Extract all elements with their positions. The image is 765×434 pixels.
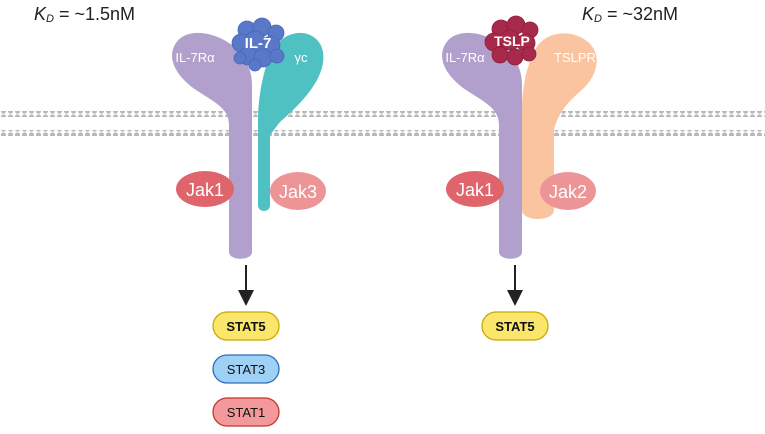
- kd-symbol: K: [582, 4, 595, 24]
- stat1-pill: [212, 397, 280, 427]
- tslp-receptor-complex: TSLP IL-7Rα TSLPR Jak1 Jak2 STAT5: [442, 15, 597, 341]
- jak2-kinase: [540, 172, 596, 210]
- jak1-kinase: [176, 171, 234, 207]
- jak1-kinase: [446, 171, 504, 207]
- kd-label-left: KD = ~1.5nM: [34, 4, 135, 25]
- cell-membrane: [0, 111, 765, 136]
- il7ra-label: IL-7Rα: [175, 50, 215, 65]
- stat5-label: STAT5: [226, 319, 265, 334]
- stat5-pill: [481, 311, 549, 341]
- il7-ligand-label: IL-7: [245, 35, 272, 52]
- il7-receptor-complex: IL-7 IL-7Rα γc Jak1 Jak3 STAT5 STAT3 STA…: [172, 17, 326, 427]
- tslp-ligand-label: TSLP: [494, 33, 530, 49]
- tslpr-receptor: [522, 33, 597, 219]
- membrane-outer-leaflet: [0, 111, 765, 117]
- kd-symbol: K: [34, 4, 47, 24]
- stat5-label: STAT5: [495, 319, 534, 334]
- kd-value: = ~32nM: [601, 4, 679, 24]
- stat5-pill: [212, 311, 280, 341]
- kd-subscript: D: [594, 13, 602, 25]
- jak1-label: Jak1: [456, 180, 494, 200]
- jak1-label: Jak1: [186, 180, 224, 200]
- stat1-label: STAT1: [227, 405, 266, 420]
- tslp-ligand: [484, 15, 539, 66]
- jak2-label: Jak2: [549, 182, 587, 202]
- il7ra-receptor: [172, 32, 252, 259]
- kd-subscript: D: [46, 13, 54, 25]
- stat3-pill: [212, 354, 280, 384]
- membrane-inner-leaflet: [0, 130, 765, 136]
- kd-value: = ~1.5nM: [53, 4, 136, 24]
- il7-ligand: [231, 17, 285, 72]
- tslpr-label: TSLPR: [554, 50, 596, 65]
- stat3-label: STAT3: [227, 362, 266, 377]
- jak3-label: Jak3: [279, 182, 317, 202]
- gamma-c-receptor: [258, 32, 324, 211]
- kd-label-right: KD = ~32nM: [582, 4, 678, 25]
- il7ra-label: IL-7Rα: [445, 50, 485, 65]
- il7ra-receptor: [442, 32, 522, 259]
- jak3-kinase: [270, 172, 326, 210]
- gamma-c-label: γc: [295, 50, 309, 65]
